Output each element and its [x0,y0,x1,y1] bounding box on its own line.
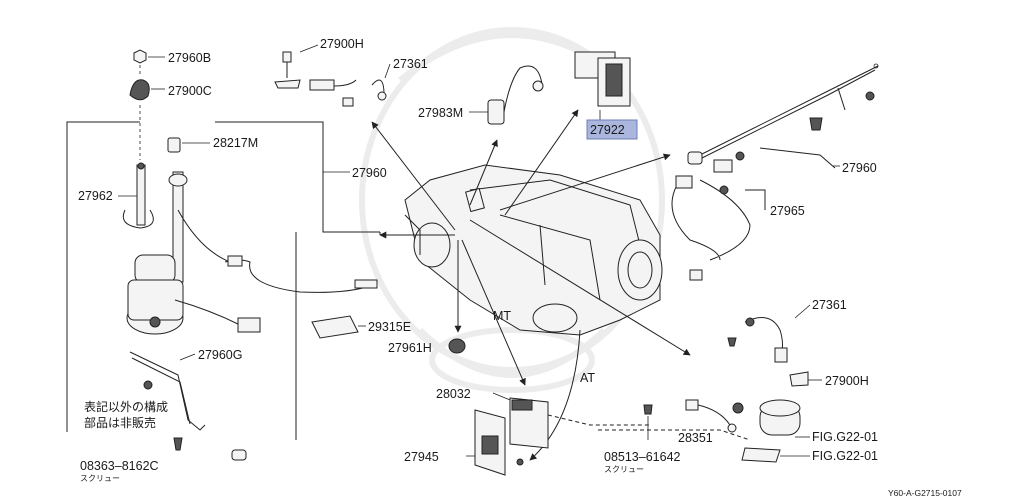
antenna-motor-right [732,399,810,463]
antenna-assembly-frame [66,121,381,440]
antenna-motor-27960 [126,171,261,335]
note-line-1: 表記以外の構成 [84,399,168,414]
note-line-2: 部品は非販売 [84,415,156,430]
label-fig-g22-01-b[interactable]: FIG.G22-01 [812,449,878,463]
label-27960-right[interactable]: 27960 [842,161,877,175]
switch-27922 [574,51,631,120]
antenna-27960-right [687,63,879,173]
harness-27361-right [727,304,811,363]
label-08513-61642[interactable]: 08513–61642 [604,450,681,464]
label-27960b[interactable]: 27960B [168,51,211,65]
label-29315e[interactable]: 29315E [368,320,411,334]
label-27922[interactable]: 27922 [590,123,625,137]
harness-27965 [671,175,766,281]
label-28217m[interactable]: 28217M [213,136,258,150]
label-28032[interactable]: 28032 [436,387,471,401]
label-28351[interactable]: 28351 [678,431,713,445]
nut-27960b [133,49,165,64]
label-27965[interactable]: 27965 [770,204,805,218]
part-27922-highlight[interactable] [586,119,638,140]
bracket-27960g [129,351,247,461]
harness-27900h-top [274,44,357,91]
bracket-27945 [466,409,524,476]
leader [598,429,751,441]
label-27962[interactable]: 27962 [78,189,113,203]
label-fig-g22-01-a[interactable]: FIG.G22-01 [812,430,878,444]
label-screw-left: スクリュー [80,474,120,483]
pad-29315e [311,315,366,339]
bracket-27900h-right [789,371,822,387]
antenna-cable [224,171,378,293]
label-screw-right: スクリュー [604,465,644,474]
label-27900h-top[interactable]: 27900H [320,37,364,51]
label-27361-right[interactable]: 27361 [812,298,847,312]
label-27945[interactable]: 27945 [404,450,439,464]
label-27983m[interactable]: 27983M [418,106,463,120]
label-27900c[interactable]: 27900C [168,84,212,98]
label-27900h-right[interactable]: 27900H [825,374,869,388]
control-unit-28032 [492,392,549,449]
label-27960-left[interactable]: 27960 [352,166,387,180]
cap-27900c [129,79,165,101]
rod-27962 [118,162,154,229]
leader [547,414,650,426]
harness-28351 [685,399,737,433]
label-27361-top[interactable]: 27361 [393,57,428,71]
label-08363-8162c[interactable]: 08363–8162C [80,459,159,473]
bushing-28217m [167,137,210,153]
leader-arrows [371,109,691,461]
grommet-27961h [448,338,466,354]
relay-27983m [469,65,544,125]
label-27961h[interactable]: 27961H [388,341,432,355]
screw-08513 [643,404,653,440]
vehicle-nissan-patrol [404,164,663,336]
harness-27361-top [342,63,391,107]
label-at: AT [580,371,595,385]
label-27960g[interactable]: 27960G [198,348,242,362]
label-mt: MT [493,309,511,323]
footer-code: Y60-A-G2715-0107 [888,488,962,498]
